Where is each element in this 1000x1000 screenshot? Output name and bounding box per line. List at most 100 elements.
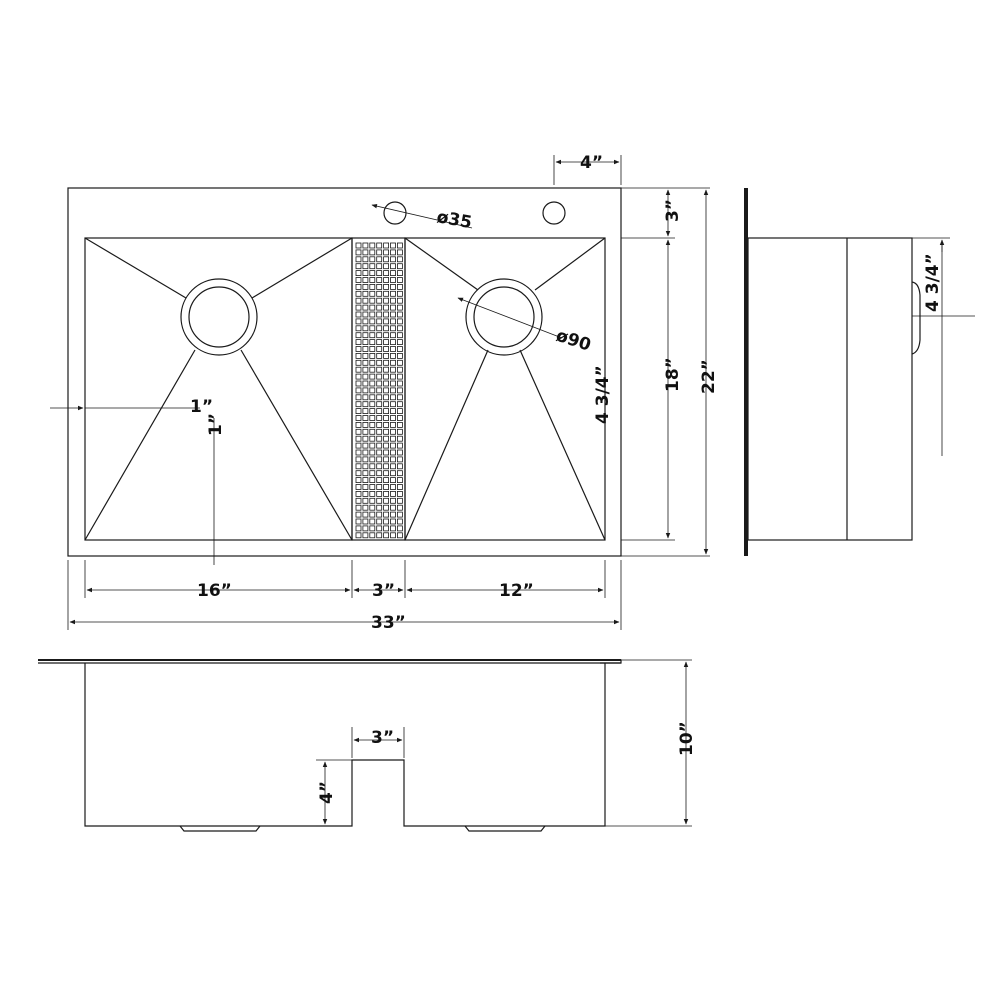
front-drain-left (179, 825, 261, 832)
grid-square (369, 290, 376, 297)
grid-square (383, 325, 390, 332)
grid-square (355, 532, 362, 539)
grid-square (383, 242, 390, 249)
grid-square (376, 401, 383, 408)
grid-square (383, 297, 390, 304)
grid-square (383, 318, 390, 325)
grid-square (362, 518, 369, 525)
grid-square (396, 242, 403, 249)
grid-square (376, 290, 383, 297)
grid-square (376, 359, 383, 366)
front-body (84, 663, 606, 827)
right-bowl (404, 237, 606, 541)
grid-square (369, 242, 376, 249)
grid-square (355, 449, 362, 456)
grid-square (369, 497, 376, 504)
grid-square (390, 408, 396, 415)
grid-square (355, 401, 362, 408)
grid-square (376, 311, 383, 318)
grid-square (355, 256, 362, 263)
grid-square (355, 497, 362, 504)
grid-square (390, 394, 396, 401)
grid-square (355, 456, 362, 463)
grid-square (396, 463, 403, 470)
right-drain-outer (465, 278, 543, 356)
grid-square (355, 394, 362, 401)
grid-square (390, 532, 396, 539)
grid-square (376, 366, 383, 373)
grid-square (383, 408, 390, 415)
grid-square (362, 242, 369, 249)
grid-square (383, 504, 390, 511)
grid-square (383, 497, 390, 504)
grid-square (383, 290, 390, 297)
grid-square (362, 421, 369, 428)
grid-square (355, 277, 362, 283)
grid-square (396, 359, 403, 366)
grid-square (383, 401, 390, 408)
grid-square (390, 401, 396, 408)
hole-small-leader (371, 203, 473, 229)
grid-square (376, 484, 383, 490)
left-bowl-outline (84, 237, 353, 541)
grid-square (355, 366, 362, 373)
grid-square (376, 511, 383, 518)
grid-square (376, 456, 383, 463)
grid-square (383, 256, 390, 263)
grid-square (355, 408, 362, 415)
grid-square (390, 518, 396, 525)
grid-square (383, 442, 390, 449)
grid-square (362, 263, 369, 270)
grid-square (396, 352, 403, 359)
grid-square (383, 456, 390, 463)
grid-square (396, 408, 403, 415)
grid-square (396, 387, 403, 394)
grid-square (396, 346, 403, 352)
grid-square (362, 283, 369, 290)
grid-square (369, 380, 376, 387)
grid-square (355, 325, 362, 332)
side-view (744, 188, 975, 556)
grid-square (376, 373, 383, 380)
grid-square (376, 256, 383, 263)
faucet-hole-left (383, 201, 407, 225)
grid-square (390, 373, 396, 380)
grid-square (355, 242, 362, 249)
grid-square (369, 277, 376, 283)
grid-square (369, 346, 376, 352)
grid-square (369, 332, 376, 339)
grid-square (362, 477, 369, 484)
label-side-depth: 4 3/4” (593, 365, 613, 424)
grid-square (369, 366, 376, 373)
grid-square (362, 290, 369, 297)
grid-square (390, 242, 396, 249)
grid-square (396, 290, 403, 297)
grid-square (396, 263, 403, 270)
grid-square (396, 270, 403, 277)
grid-square (396, 511, 403, 518)
grid-square (362, 297, 369, 304)
grid-square (383, 352, 390, 359)
grid-square (362, 359, 369, 366)
grid-square (369, 394, 376, 401)
grid-square (362, 435, 369, 442)
grid-square (376, 339, 383, 346)
grid-square (376, 352, 383, 359)
grid-square (369, 325, 376, 332)
grid-square (362, 401, 369, 408)
grid-square (390, 304, 396, 311)
grid-square (390, 421, 396, 428)
grid-square (376, 297, 383, 304)
side-drain-profile (911, 281, 921, 355)
grid-square (376, 470, 383, 477)
grid-square (396, 435, 403, 442)
grid-square (355, 352, 362, 359)
grid-square (376, 518, 383, 525)
grid-square (369, 428, 376, 435)
grid-square (383, 518, 390, 525)
grid-square (355, 346, 362, 352)
grid-square (376, 497, 383, 504)
grid-square (396, 421, 403, 428)
grid-square (369, 283, 376, 290)
grid-square (355, 263, 362, 270)
